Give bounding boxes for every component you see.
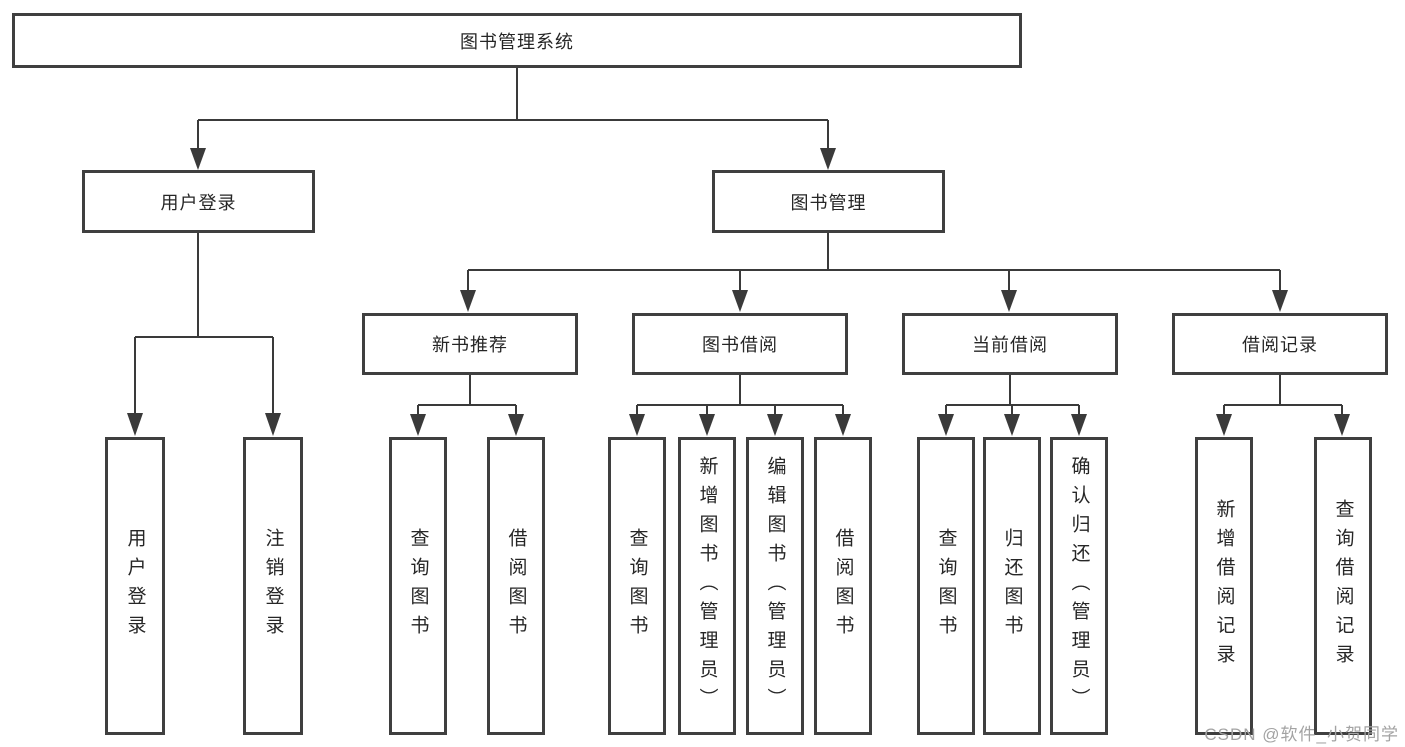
- arrowhead: [629, 414, 645, 436]
- node-book-borrow: 图书借阅: [632, 313, 848, 375]
- leaf-bb-borrow-books: 借阅图书: [814, 437, 872, 735]
- arrowhead: [1004, 414, 1020, 436]
- leaf-bb-add-books-admin: 新增图书（管理员）: [678, 437, 736, 735]
- leaf-cb-return-books: 归还图书: [983, 437, 1041, 735]
- arrowhead: [190, 148, 206, 170]
- arrowhead: [265, 413, 281, 436]
- leaf-bb-add-books-admin-label: 新增图书（管理员）: [696, 455, 718, 717]
- arrowhead: [938, 414, 954, 436]
- csdn-watermark: CSDN @软件_小贺同学: [1204, 725, 1399, 744]
- leaf-bb-edit-books-admin: 编辑图书（管理员）: [746, 437, 804, 735]
- leaf-bb-edit-books-admin-label: 编辑图书（管理员）: [764, 455, 786, 717]
- node-borrow-records: 借阅记录: [1172, 313, 1388, 375]
- arrowhead: [1272, 290, 1288, 312]
- leaf-user-login-label: 用户登录: [124, 528, 146, 644]
- arrowhead: [1216, 414, 1232, 436]
- connector-book-mgmt-split: [467, 233, 1281, 292]
- leaf-rec-borrow-books-label: 借阅图书: [505, 528, 527, 644]
- connector-root-split: [197, 68, 829, 150]
- arrowhead: [410, 414, 426, 436]
- leaf-cb-confirm-return-admin: 确认归还（管理员）: [1050, 437, 1108, 735]
- leaf-cb-query-books: 查询图书: [917, 437, 975, 735]
- leaf-br-query-record-label: 查询借阅记录: [1332, 499, 1354, 673]
- connector-book-borrow-split: [636, 375, 844, 416]
- leaf-rec-borrow-books: 借阅图书: [487, 437, 545, 735]
- node-user-login: 用户登录: [82, 170, 315, 233]
- arrowhead: [767, 414, 783, 436]
- arrowhead: [460, 290, 476, 312]
- connector-new-book-rec-split: [417, 375, 517, 416]
- arrowhead: [835, 414, 851, 436]
- node-book-borrow-label: 图书借阅: [702, 335, 778, 355]
- arrowhead: [1334, 414, 1350, 436]
- arrowhead: [699, 414, 715, 436]
- leaf-cb-return-books-label: 归还图书: [1001, 528, 1023, 644]
- arrowheads: [127, 148, 1350, 436]
- arrowhead: [127, 413, 143, 436]
- leaf-br-add-record: 新增借阅记录: [1195, 437, 1253, 735]
- node-current-borrow-label: 当前借阅: [972, 335, 1048, 355]
- leaf-bb-borrow-books-label: 借阅图书: [832, 528, 854, 644]
- node-new-book-rec-label: 新书推荐: [432, 335, 508, 355]
- node-root-label: 图书管理系统: [460, 31, 574, 52]
- arrowhead: [508, 414, 524, 436]
- leaf-br-add-record-label: 新增借阅记录: [1213, 499, 1235, 673]
- connector-current-borrow-split: [945, 375, 1080, 416]
- arrowhead: [820, 148, 836, 170]
- arrowhead: [1071, 414, 1087, 436]
- leaf-br-query-record: 查询借阅记录: [1314, 437, 1372, 735]
- node-current-borrow: 当前借阅: [902, 313, 1118, 375]
- node-root: 图书管理系统: [12, 13, 1022, 68]
- node-book-mgmt-label: 图书管理: [790, 192, 867, 213]
- leaf-logout: 注销登录: [243, 437, 303, 735]
- leaf-bb-query-books: 查询图书: [608, 437, 666, 735]
- connector-borrow-records-split: [1223, 375, 1343, 416]
- leaf-logout-label: 注销登录: [262, 528, 284, 644]
- node-user-login-label: 用户登录: [160, 192, 237, 213]
- arrowhead: [732, 290, 748, 312]
- leaf-rec-query-books: 查询图书: [389, 437, 447, 735]
- leaf-user-login: 用户登录: [105, 437, 165, 735]
- node-book-mgmt: 图书管理: [712, 170, 945, 233]
- leaf-cb-confirm-return-admin-label: 确认归还（管理员）: [1068, 455, 1090, 717]
- node-new-book-rec: 新书推荐: [362, 313, 578, 375]
- leaf-bb-query-books-label: 查询图书: [626, 528, 648, 644]
- node-borrow-records-label: 借阅记录: [1242, 335, 1318, 355]
- connector-user-login-split: [134, 233, 274, 415]
- leaf-rec-query-books-label: 查询图书: [407, 528, 429, 644]
- leaf-cb-query-books-label: 查询图书: [935, 528, 957, 644]
- arrowhead: [1001, 290, 1017, 312]
